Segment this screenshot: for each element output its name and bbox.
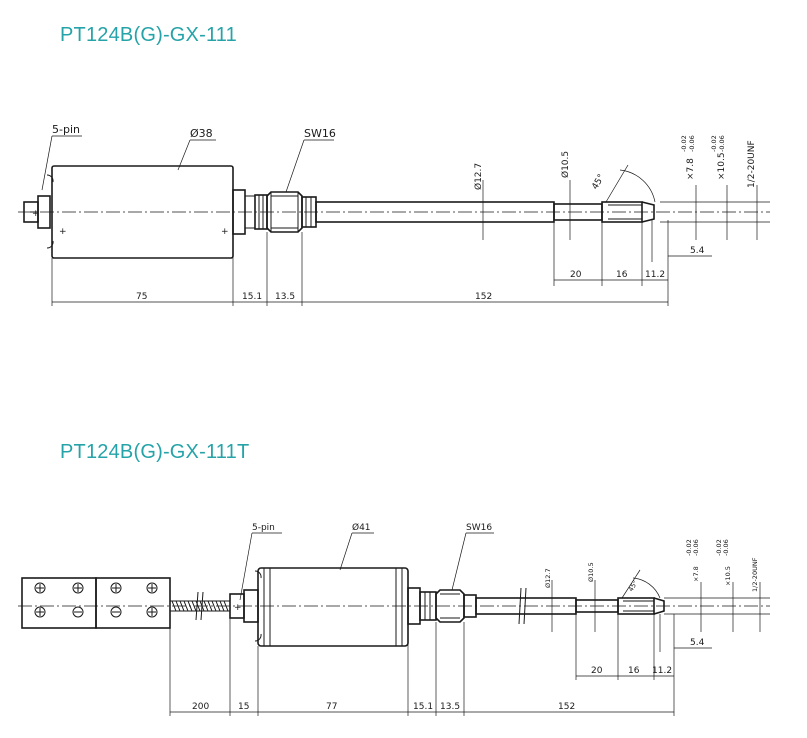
svg-text:+: + [32, 209, 40, 219]
tol-upper-1b: -0.02 [710, 135, 718, 152]
svg-text:+: + [221, 227, 229, 237]
body-diameter-label: Ø41 [352, 522, 371, 533]
dim-16-b: 16 [628, 666, 640, 676]
dia-large-label: ×10.5 [724, 566, 732, 586]
angle-label: 45° [590, 173, 607, 192]
tol-upper-1a: -0.02 [680, 135, 688, 152]
dim-200: 200 [192, 702, 209, 712]
dim-75: 75 [136, 292, 147, 302]
tol-lower-2b: -0.06 [722, 539, 730, 556]
thread-label: 1/2-20UNF [747, 140, 757, 188]
dim-15: 15 [238, 702, 249, 712]
dim-11-2-a: 11.2 [645, 270, 665, 280]
tip-diameter-label: Ø10.5 [587, 562, 595, 582]
dim-77: 77 [326, 702, 337, 712]
svg-text:+: + [59, 227, 67, 237]
tol-lower-1a: -0.06 [688, 135, 696, 152]
dim-152: 152 [475, 292, 492, 302]
hex-nut [435, 589, 465, 623]
drawing-1-title: PT124B(G)-GX-111 [60, 24, 237, 46]
neck [232, 189, 246, 235]
terminal-block-right [95, 577, 171, 629]
pin-label: 5-pin [252, 523, 275, 533]
dia-large-label: ×10.5 [717, 152, 727, 180]
tol-upper-2b: -0.02 [715, 539, 723, 556]
dim-15-1: 15.1 [242, 292, 262, 302]
groove-label: 5.4 [690, 246, 705, 256]
tol-lower-1b: -0.06 [718, 135, 726, 152]
stem-diameter-label: Ø12.7 [473, 163, 484, 190]
dim-20-b: 20 [591, 666, 603, 676]
dia-small-label: ×7.8 [692, 566, 700, 582]
dim-20-a: 20 [570, 270, 582, 280]
threaded-end [601, 201, 643, 223]
wrench-label: SW16 [466, 523, 492, 533]
tol-upper-2a: -0.02 [685, 539, 693, 556]
hex-nut [266, 191, 303, 233]
connector-flange [37, 195, 51, 229]
thread-label: 1/2-20UNF [751, 557, 759, 592]
dim-16-a: 16 [616, 270, 628, 280]
stem-diameter-label: Ø12.7 [544, 568, 552, 588]
drawing-1: + + + 45° Ø1 [18, 123, 770, 306]
tip-diameter-label: Ø10.5 [560, 151, 571, 178]
dia-small-label: ×7.8 [686, 158, 696, 180]
dim-15-1-b: 15.1 [413, 702, 433, 712]
wrench-label: SW16 [304, 127, 336, 140]
threaded-end [617, 597, 655, 615]
drawing-2: + 45° Ø12.7 [18, 522, 770, 716]
dim-152-b: 152 [558, 702, 575, 712]
drawing-2-title: PT124B(G)-GX-111T [60, 441, 250, 463]
dim-11-2-b: 11.2 [652, 666, 672, 676]
angle-label: 45° [627, 579, 640, 593]
dim-13-5: 13.5 [275, 292, 295, 302]
main-body [257, 567, 409, 647]
body-diameter-label: Ø38 [190, 127, 213, 140]
terminal-block-left [21, 577, 97, 629]
pin-label: 5-pin [52, 123, 80, 136]
svg-text:+: + [234, 603, 242, 613]
dim-13-5-b: 13.5 [440, 702, 460, 712]
groove-label: 5.4 [690, 638, 705, 648]
tol-lower-2a: -0.06 [692, 539, 700, 556]
